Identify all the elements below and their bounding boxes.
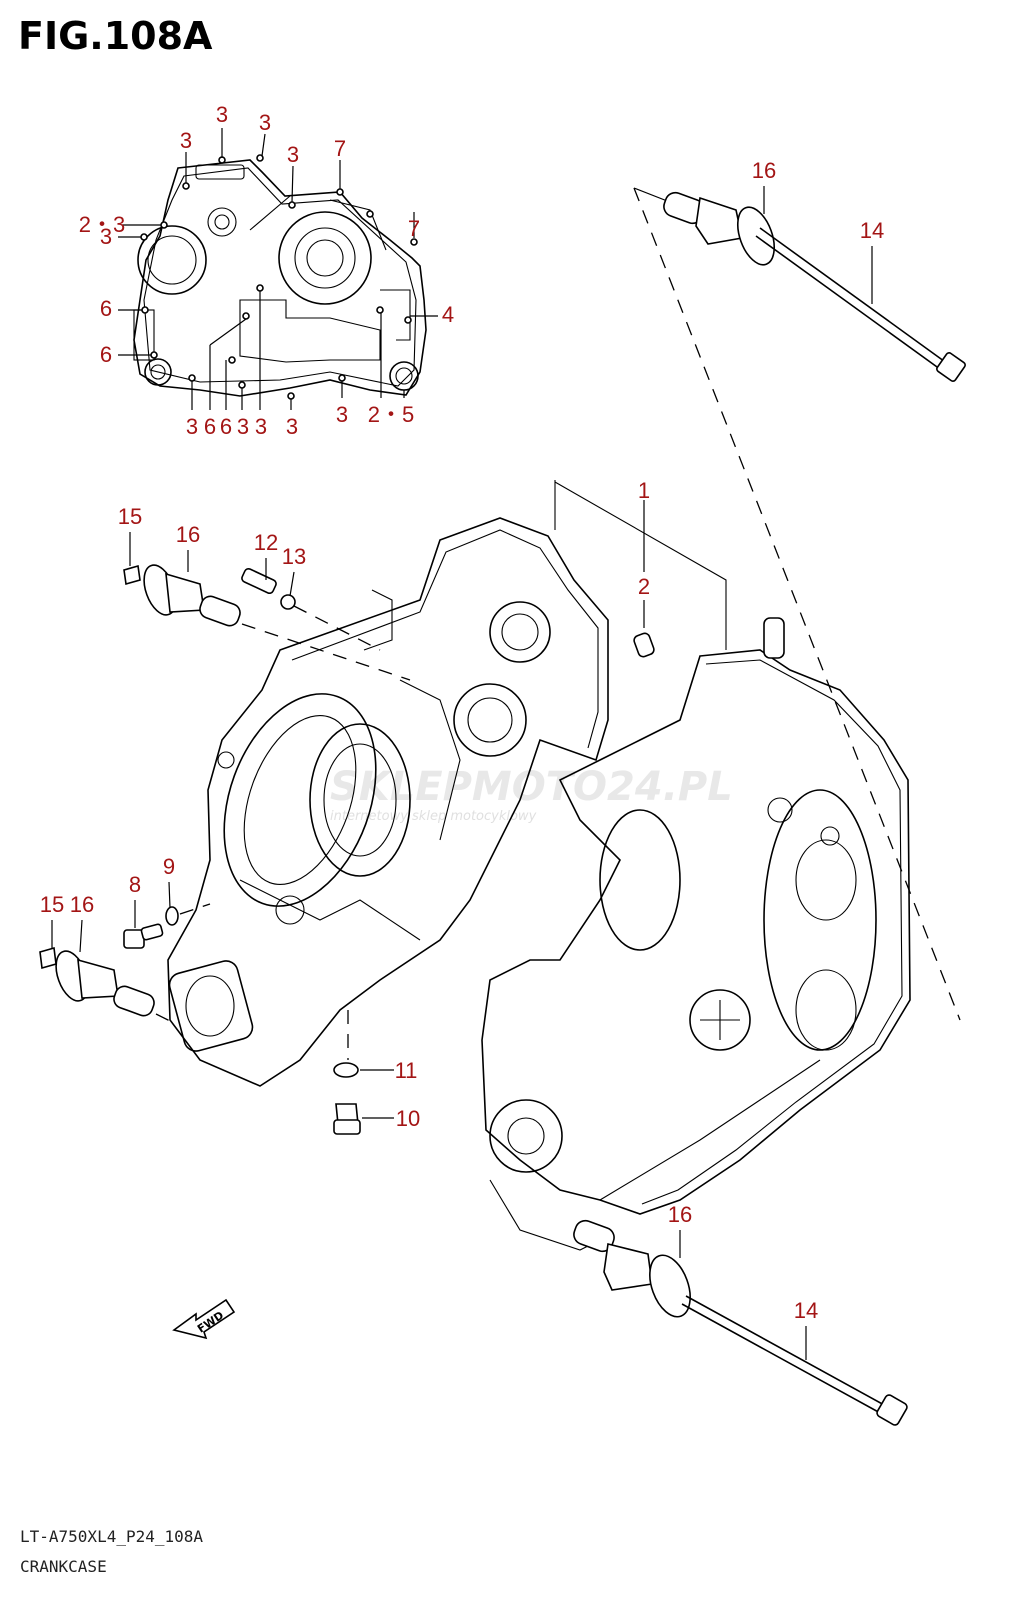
gasket-bolt-holes	[140, 154, 418, 400]
drain-plug-10-11	[333, 1010, 394, 1135]
long-bolt-14-top	[755, 227, 966, 382]
callout-9: 9	[163, 854, 175, 879]
callout-3: 3	[180, 128, 192, 153]
callout-7: 7	[334, 136, 346, 161]
callout-16: 16	[176, 522, 200, 547]
callout-6: 6	[100, 296, 112, 321]
top-right-assembly	[633, 187, 966, 1021]
callout-13: 13	[282, 544, 306, 569]
callout-7: 7	[408, 216, 420, 241]
callout-16: 16	[668, 1202, 692, 1227]
callout-10: 10	[396, 1106, 420, 1131]
bolt-8-washer-9	[123, 903, 211, 949]
callout-6: 6	[204, 414, 216, 439]
callout-15: 15	[118, 504, 142, 529]
watermark: SKLEPMOTO24.PL internetowy sklep motocyk…	[330, 764, 733, 824]
callout-16: 16	[70, 892, 94, 917]
callout-2: 2	[638, 574, 650, 599]
main-leader-lines	[51, 186, 873, 953]
callout-14: 14	[860, 218, 884, 243]
figure-caption: CRANKCASE	[20, 1557, 107, 1576]
callout-3: 3	[286, 414, 298, 439]
callout-3: 3	[237, 414, 249, 439]
callout-labels: 3 3 3 3 7 2・3 7 3 6 4 6 3 6 6 3 3 3 3 2・…	[40, 102, 884, 1323]
callout-3: 3	[216, 102, 228, 127]
callout-3: 3	[287, 142, 299, 167]
callout-6: 6	[100, 342, 112, 367]
callout-14: 14	[794, 1298, 818, 1323]
bottom-right-assembly	[573, 1219, 908, 1426]
watermark-tagline: internetowy sklep motocyklowy	[330, 809, 537, 824]
callout-3: 3	[255, 414, 267, 439]
callout-3: 3	[336, 402, 348, 427]
callout-2-5: 2・5	[368, 402, 414, 427]
callout-3: 3	[186, 414, 198, 439]
model-code: LT-A750XL4_P24_108A	[20, 1527, 204, 1546]
forward-arrow: FWD	[172, 1298, 236, 1340]
callout-6: 6	[220, 414, 232, 439]
sensor-12-13	[241, 567, 381, 651]
callout-2-3: 2・3	[79, 212, 125, 237]
oil-filter-16-a	[123, 564, 411, 681]
callout-4: 4	[442, 302, 454, 327]
figure-title: FIG.108A	[18, 14, 213, 58]
callout-16: 16	[752, 158, 776, 183]
right-crankcase-half	[481, 480, 911, 1251]
callout-8: 8	[129, 872, 141, 897]
callout-1: 1	[638, 478, 650, 503]
callout-15: 15	[40, 892, 64, 917]
callout-12: 12	[254, 530, 278, 555]
callout-3: 3	[259, 110, 271, 135]
callout-3: 3	[100, 224, 112, 249]
left-crankcase-half	[167, 517, 609, 1087]
crankcase-gasket-view	[118, 128, 438, 410]
oil-filter-16-b	[39, 946, 177, 1025]
callout-11: 11	[395, 1058, 418, 1083]
figure-footer: LT-A750XL4_P24_108A CRANKCASE	[20, 1522, 203, 1582]
gasket-leader-lines	[118, 128, 438, 410]
dowel-pin-2	[633, 500, 655, 658]
watermark-brand: SKLEPMOTO24.PL	[330, 764, 733, 810]
